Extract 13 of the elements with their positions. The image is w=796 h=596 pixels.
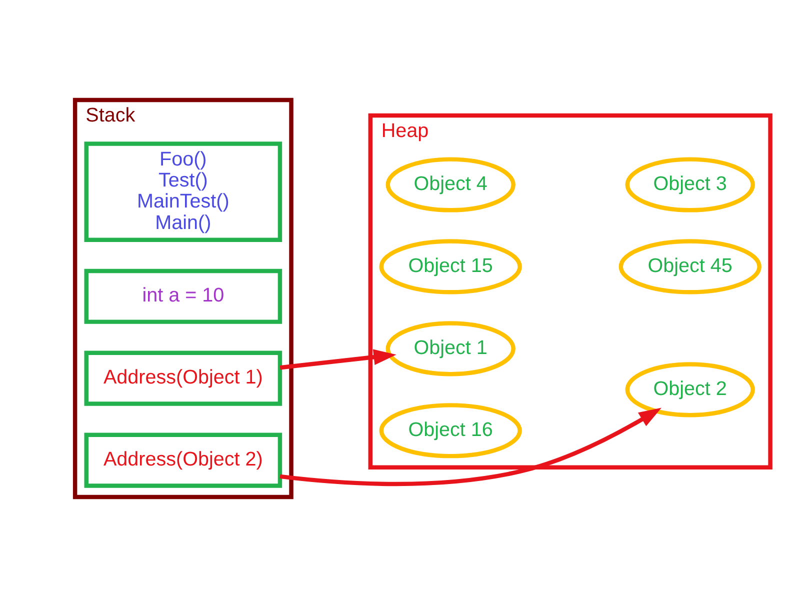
node-ellipse: Object 15 xyxy=(379,238,522,294)
node-box: Address(Object 1) xyxy=(84,350,282,406)
node-box: int a = 10 xyxy=(84,268,282,324)
node-box: Foo() Test() MainTest() Main() xyxy=(84,141,282,242)
node-ellipse: Object 4 xyxy=(386,156,516,212)
arrow xyxy=(280,348,396,370)
node-ellipse: Object 2 xyxy=(625,362,755,417)
node-ellipse: Object 16 xyxy=(379,402,522,458)
node-ellipse: Object 3 xyxy=(625,156,755,212)
node-ellipse: Object 1 xyxy=(386,320,516,376)
node-ellipse: Object 45 xyxy=(618,238,762,294)
arrow xyxy=(280,407,662,486)
node-box: Address(Object 2) xyxy=(84,432,282,488)
